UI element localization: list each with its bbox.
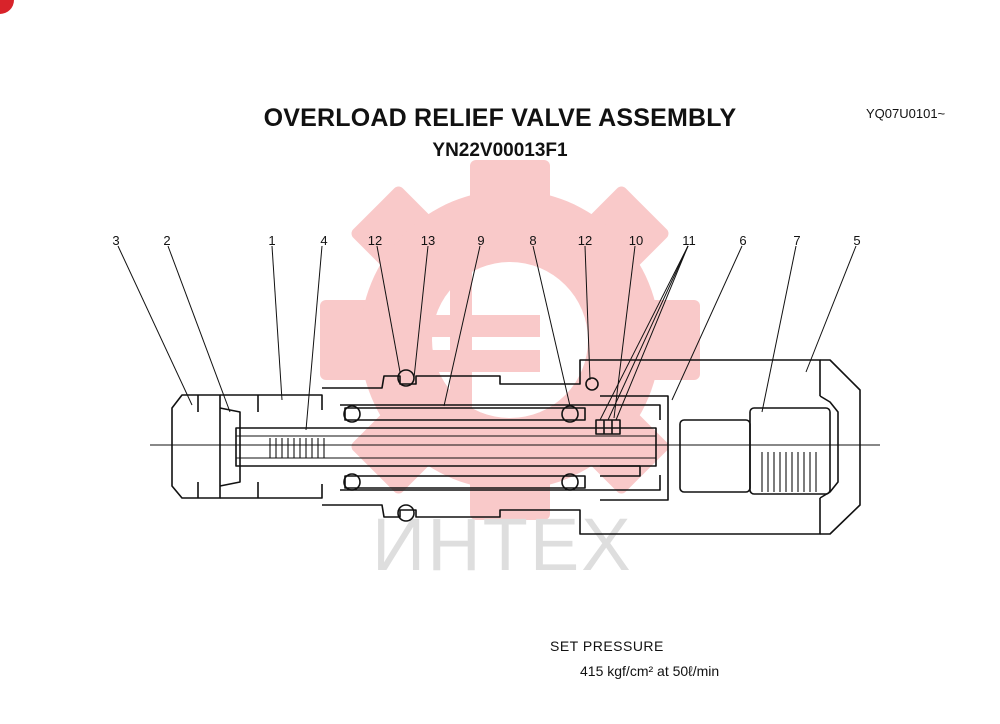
callout-label: 6 <box>739 233 747 248</box>
callout-label: 5 <box>853 233 861 248</box>
set-pressure-value: 415 kgf/cm² at 50ℓ/min <box>580 663 720 679</box>
callout-label: 3 <box>112 233 120 248</box>
callout-label: 7 <box>793 233 801 248</box>
watermark-text: ИНТЕХ <box>372 503 633 586</box>
callout-label: 12 <box>367 233 383 248</box>
callout-label: 9 <box>477 233 485 248</box>
part-number: YN22V00013F1 <box>432 140 568 161</box>
page-title: OVERLOAD RELIEF VALVE ASSEMBLY <box>263 104 737 132</box>
callout-label: 12 <box>577 233 593 248</box>
callout-label: 8 <box>529 233 537 248</box>
callout-label: 11 <box>682 233 696 248</box>
set-pressure-label: SET PRESSURE <box>550 638 664 654</box>
callout-label: 4 <box>320 233 328 248</box>
drawing-code: YQ07U0101~ <box>866 106 946 121</box>
callout-label: 10 <box>628 233 644 248</box>
callout-label: 2 <box>163 233 171 248</box>
callout-label: 13 <box>420 233 436 248</box>
callout-label: 1 <box>268 233 276 248</box>
